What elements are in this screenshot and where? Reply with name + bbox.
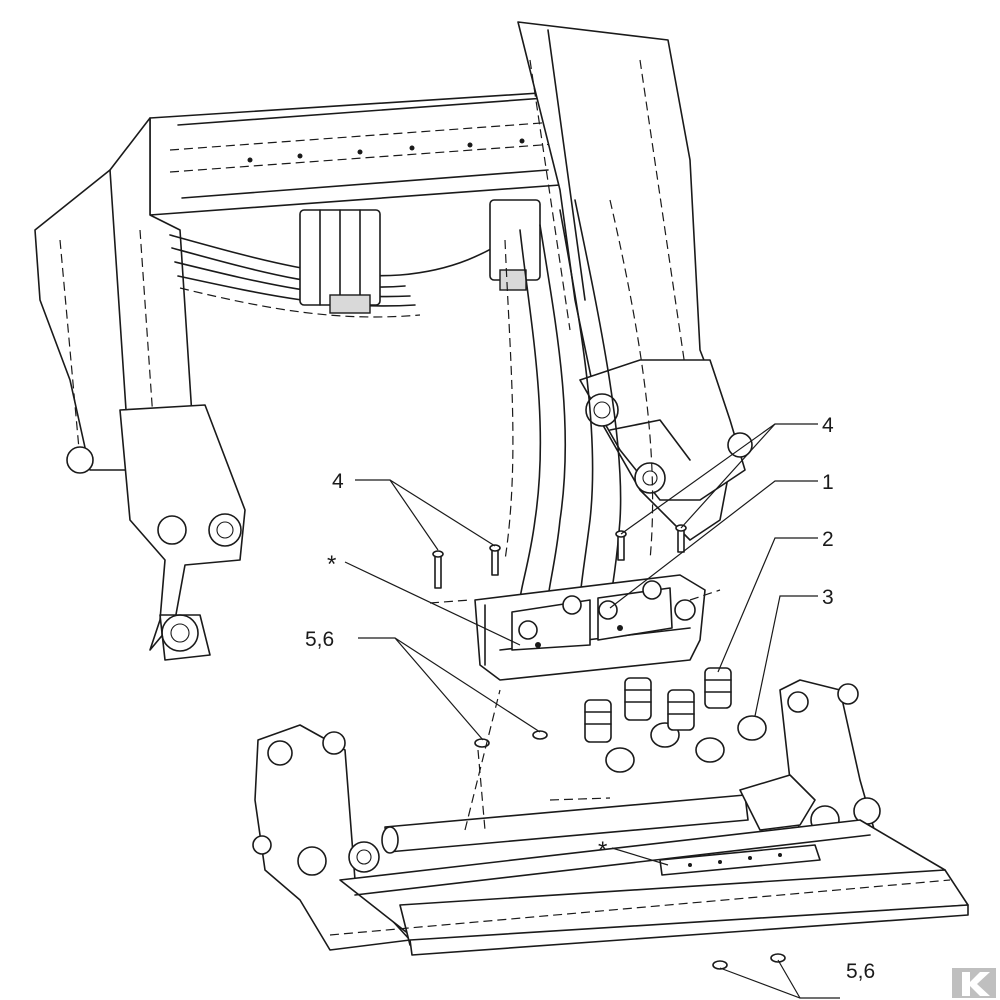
callout-4-left: 4 <box>332 470 344 493</box>
callout-star-upper: * <box>327 551 336 578</box>
coupler-block <box>429 574 721 681</box>
nuts-washers <box>474 730 786 970</box>
callout-leaders <box>344 423 840 999</box>
callout-star-lower: * <box>598 837 607 864</box>
kramp-logo-icon <box>952 968 996 998</box>
carrier-frame <box>252 679 969 956</box>
callout-1: 1 <box>822 471 834 494</box>
callout-5-6-bottom: 5,6 <box>846 960 875 983</box>
callout-3: 3 <box>822 586 834 609</box>
valve-and-hoses <box>169 199 654 601</box>
callout-5-6-left: 5,6 <box>305 628 334 651</box>
callout-2: 2 <box>822 528 834 551</box>
quick-couplings <box>584 667 767 773</box>
callout-4-right: 4 <box>822 414 834 437</box>
loader-frame <box>34 21 753 661</box>
